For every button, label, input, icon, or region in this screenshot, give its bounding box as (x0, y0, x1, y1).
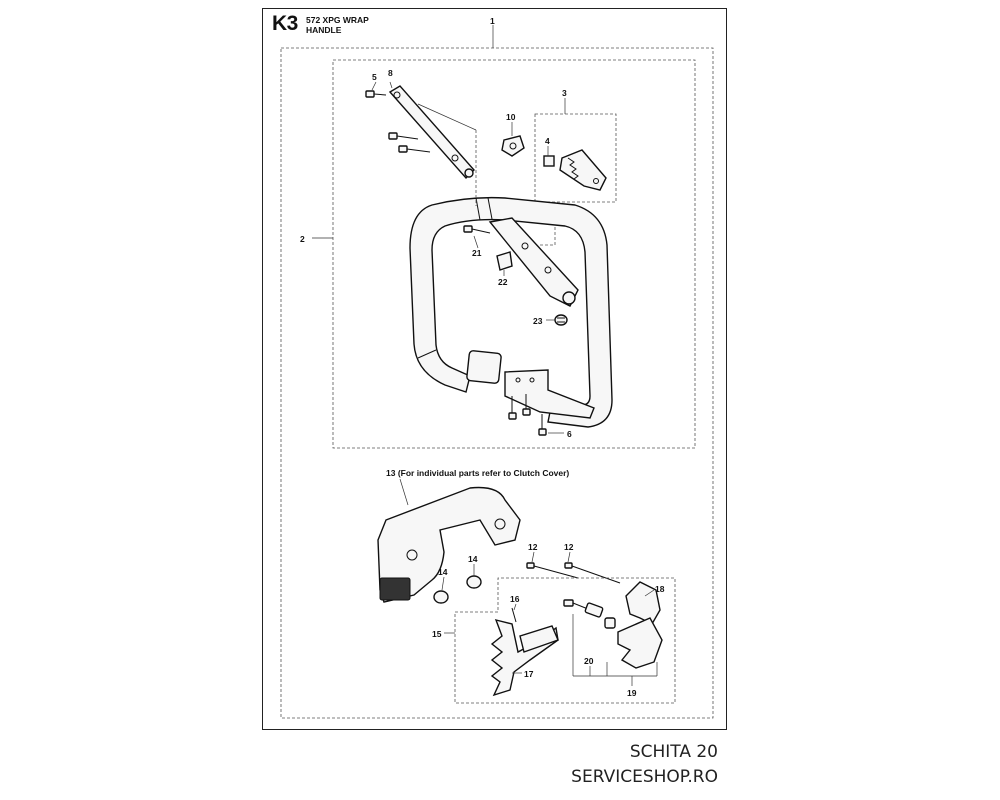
callout-19: 19 (627, 688, 637, 698)
callout-15: 15 (432, 629, 442, 639)
part-8-boss (464, 168, 474, 178)
handle-clamp-sleeve (466, 350, 502, 384)
part-23-nut (554, 314, 568, 326)
part-6-screw (538, 414, 547, 436)
clutch-cover-hole-1 (406, 549, 418, 561)
clutch-cover-block (379, 577, 411, 601)
part-8-hole-2 (451, 154, 459, 162)
handle-bottom-bracket (504, 369, 595, 419)
callout-1: 1 (490, 16, 495, 26)
callout-14a: 14 (438, 567, 448, 577)
diagram-sheet (262, 8, 727, 730)
leader-12b (567, 551, 571, 563)
part-21-screw (463, 225, 491, 234)
leader-12a (531, 551, 535, 563)
assembly-boundary-1 (280, 47, 714, 719)
leader-18 (644, 589, 655, 597)
sheet-title-line1: 572 XPG WRAP (306, 15, 369, 25)
callout-16: 16 (510, 594, 520, 604)
callout-14b: 14 (468, 554, 478, 564)
part-16-pin (511, 607, 517, 623)
part-4-nut (543, 155, 555, 167)
callout-3: 3 (562, 88, 567, 98)
mount-hole-2 (544, 266, 552, 274)
callout-12b: 12 (564, 542, 574, 552)
bottom-screw-1 (508, 396, 517, 420)
part-3-spring-block (559, 149, 607, 191)
footer-schema-number: SCHITA 20 (629, 742, 718, 762)
callout-20: 20 (584, 656, 594, 666)
screw-upper-2 (398, 145, 431, 153)
part-10 (501, 135, 525, 157)
assembly-boundary-2 (332, 59, 696, 449)
callout-12a: 12 (528, 542, 538, 552)
callout-13: 13 (For individual parts refer to Clutch… (386, 468, 569, 478)
sheet-title-line2: HANDLE (306, 25, 342, 35)
part-19-spike (617, 617, 663, 669)
part-23-thread (557, 317, 565, 323)
part-20-spacer (563, 599, 616, 629)
assembly-boundary-3 (534, 113, 617, 203)
handle-grip-seam-2 (487, 197, 493, 220)
screw-upper-1 (388, 132, 419, 140)
mount-boss (562, 291, 576, 305)
callout-22: 22 (498, 277, 508, 287)
part-3-spring (567, 157, 579, 180)
leader-5 (371, 81, 377, 91)
part-13-clutch-cover (377, 486, 521, 603)
callout-6: 6 (567, 429, 572, 439)
part-14-washer-b (466, 575, 482, 589)
footer-website: SERVICESHOP.RO (571, 767, 718, 787)
bracket-hole-2 (529, 377, 535, 383)
callout-23: 23 (533, 316, 543, 326)
assembly-boundary-15 (454, 577, 676, 704)
leader-21 (473, 235, 479, 249)
handle-grip-seam-1 (475, 197, 481, 221)
callout-18: 18 (655, 584, 665, 594)
bracket-hole-1 (515, 377, 521, 383)
sheet-title: 572 XPG WRAP HANDLE (306, 15, 369, 35)
part-10-hole (509, 142, 517, 150)
part-12-screw-b (564, 562, 621, 584)
callout-4: 4 (545, 136, 550, 146)
leader-13 (399, 478, 409, 506)
handle-grip-seam-3 (417, 349, 437, 359)
mount-hole-1 (521, 242, 529, 250)
part-17-plate (519, 625, 559, 653)
part-22-clip (496, 251, 513, 271)
leader-14a (441, 576, 445, 591)
leader-8 (389, 81, 393, 89)
sheet-code: K3 (272, 12, 298, 35)
callout-21: 21 (472, 248, 482, 258)
part-8-guide-line (417, 103, 477, 131)
part-14-washer-a (433, 590, 449, 604)
part-18-spike (625, 581, 661, 625)
part-5-screw (365, 90, 387, 98)
callout-2: 2 (300, 234, 305, 244)
part-8-bar (388, 85, 475, 180)
callout-5: 5 (372, 72, 377, 82)
part-12-screw-a (526, 562, 579, 579)
clutch-cover-hole-2 (494, 518, 506, 530)
callout-10: 10 (506, 112, 516, 122)
wrap-handle (409, 196, 613, 428)
leader-16 (513, 603, 517, 611)
part-3-hole (593, 178, 599, 184)
callout-8: 8 (388, 68, 393, 78)
bottom-screw-2 (522, 394, 531, 416)
callout-17: 17 (524, 669, 534, 679)
leader-3-link (540, 202, 556, 246)
part-8-hole-1 (393, 91, 401, 99)
